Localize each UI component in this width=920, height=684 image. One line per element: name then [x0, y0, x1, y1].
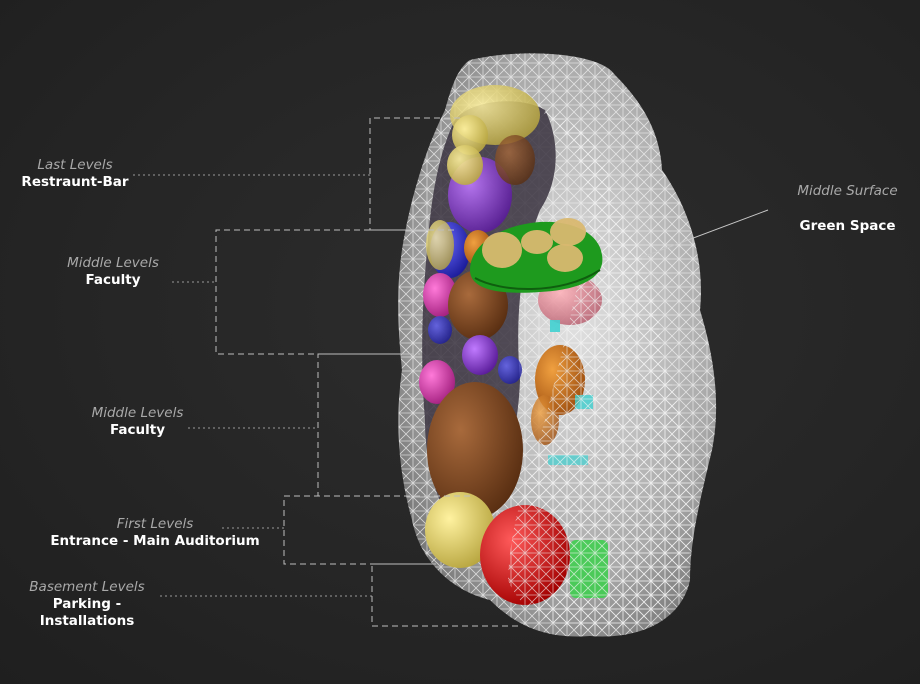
middle-surface-name: Green Space	[799, 217, 896, 234]
label-first-levels: First Levels Entrance - Main Auditorium	[50, 516, 260, 550]
label-basement-levels: Basement Levels Parking - Installations	[6, 579, 168, 630]
middle-upper-category: Middle Levels	[67, 255, 159, 271]
middle-lower-name: Faculty	[109, 421, 166, 438]
basement-levels-name: Parking - Installations	[39, 595, 135, 629]
leader-lines	[133, 117, 769, 627]
label-last-levels: Last Levels Restraunt-Bar	[20, 157, 130, 191]
last-levels-name: Restraunt-Bar	[21, 173, 129, 190]
label-middle-levels-lower: Middle Levels Faculty	[80, 405, 195, 439]
middle-surface-category: Middle Surface	[797, 183, 898, 199]
middle-upper-name: Faculty	[85, 271, 141, 288]
middle-lower-category: Middle Levels	[91, 405, 184, 421]
first-levels-name: Entrance - Main Auditorium	[50, 532, 260, 549]
green-space-volume	[470, 218, 603, 293]
basement-levels-category: Basement Levels	[29, 579, 145, 595]
label-middle-surface: Middle Surface Green Space	[780, 183, 915, 235]
last-levels-category: Last Levels	[37, 157, 113, 173]
first-levels-category: First Levels	[116, 516, 194, 532]
label-middle-levels-upper: Middle Levels Faculty	[58, 255, 168, 289]
